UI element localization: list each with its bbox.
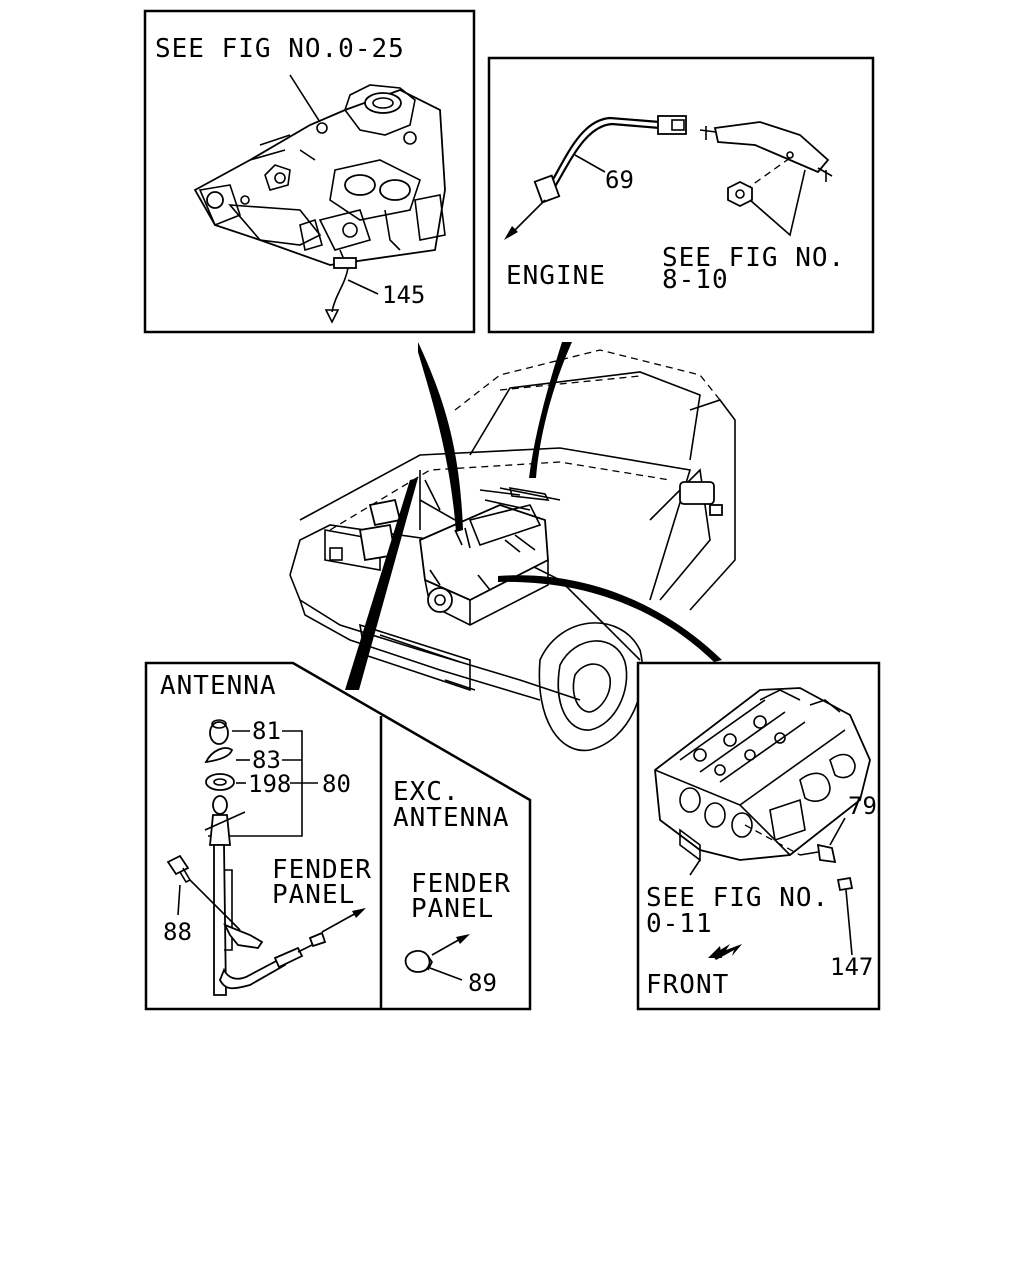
callout-79: 79 [848,792,877,820]
exc-antenna-title-line2: ANTENNA [393,803,510,833]
antenna-title: ANTENNA [160,671,277,701]
front-arrow-icon [708,944,742,960]
ref-fig-8-10-line1: SEE FIG NO. [662,243,845,273]
callout-147: 147 [830,953,873,981]
callout-81: 81 [252,717,281,745]
intake-manifold-drawing [193,84,446,266]
callout-83: 83 [252,746,281,774]
antenna-fender-line1: FENDER [272,855,372,885]
sensor-145: 145 [324,249,425,324]
harness-69-drawing: 69 [504,115,833,240]
panel-engine-harness: 69 ENGINE SEE FIG NO. 8-10 [487,56,875,334]
exc-fender-line2: PANEL [411,894,494,924]
callout-69: 69 [605,166,634,194]
front-label: FRONT [646,970,729,1000]
antenna-fender-line2: PANEL [272,880,355,910]
panel-intake-manifold: SEE FIG NO.0-25 [143,9,476,334]
panel-cylinder-head: 79 147 SEE FIG NO. 0-11 FRONT [636,661,881,1011]
cylinder-head-drawing [654,687,871,862]
antenna-gasket-198: 198 [205,770,291,798]
ref-fig-8-10-line2: 8-10 [662,265,729,295]
exc-fender-line1: FENDER [411,869,511,899]
panel-antenna: ANTENNA 81 83 198 80 [144,661,532,1011]
callout-145: 145 [382,281,425,309]
antenna-mast [189,795,327,996]
callout-89: 89 [468,969,497,997]
callout-88: 88 [163,918,192,946]
antenna-bezel-83: 83 [204,746,281,774]
antenna-bolt-88: 88 [163,854,192,946]
engine-label: ENGINE [506,261,606,291]
sensor-79: 79 [744,792,877,864]
panel-leaders [345,342,722,690]
panel-exc-antenna: EXC. ANTENNA FENDER PANEL 89 [393,777,511,997]
callout-80: 80 [322,770,351,798]
bolt-147: 147 [830,876,873,981]
exc-antenna-title-line1: EXC. [393,777,460,807]
ref-fig-0-25: SEE FIG NO.0-25 [155,34,405,64]
ref-fig-0-11-line1: SEE FIG NO. [646,883,829,913]
antenna-nut-81: 81 [209,717,281,745]
ref-fig-0-11-line2: 0-11 [646,909,713,939]
plug-89: 89 [404,934,497,997]
callout-198: 198 [248,770,291,798]
